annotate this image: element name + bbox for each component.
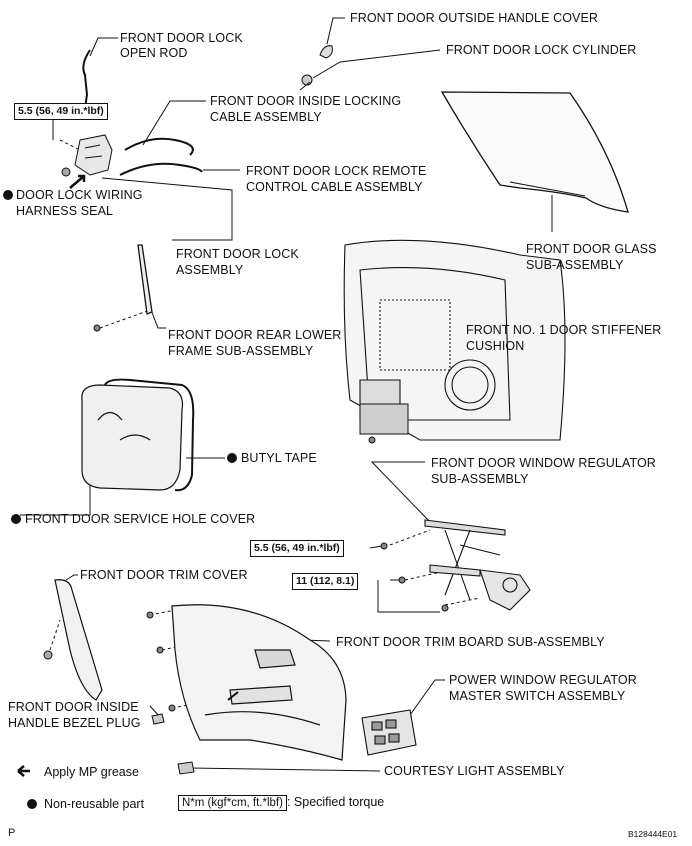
remote-cable-shape — [119, 162, 203, 176]
lock-assembly-shape — [61, 134, 113, 177]
label-lock-assembly-line2: ASSEMBLY — [176, 263, 244, 277]
legend-spec-torque: N*m (kgf*cm, ft.*lbf): Specified torque — [178, 795, 384, 811]
label-butyl-tape: BUTYL TAPE — [241, 451, 317, 465]
label-bezel-plug-line2: HANDLE BEZEL PLUG — [8, 716, 141, 730]
label-lock-assembly-line1: FRONT DOOR LOCK — [176, 247, 299, 261]
label-stiffener-line2: CUSHION — [466, 339, 525, 353]
glass-shape — [440, 91, 629, 213]
label-wiring-seal-line1: DOOR LOCK WIRING — [16, 188, 143, 202]
label-inside-locking-line2: CABLE ASSEMBLY — [210, 110, 322, 124]
label-remote-cable-line1: FRONT DOOR LOCK REMOTE — [246, 164, 427, 178]
label-trim-board: FRONT DOOR TRIM BOARD SUB-ASSEMBLY — [336, 635, 605, 649]
lock-cylinder-shape — [299, 74, 313, 91]
nonreusable-legend-icon — [27, 799, 37, 809]
rear-lower-frame-shape — [137, 244, 153, 315]
outside-handle-cover-shape — [319, 45, 333, 59]
leader-master-switch — [409, 679, 445, 716]
leader-lock-open-rod — [89, 37, 118, 57]
label-glass-line1: FRONT DOOR GLASS — [526, 242, 657, 256]
inside-locking-cable-shape — [124, 137, 194, 156]
label-window-regulator-line1: FRONT DOOR WINDOW REGULATOR — [431, 456, 656, 470]
leader-inside-locking-cable — [142, 100, 206, 146]
leader-reg-torque — [369, 545, 383, 549]
leader-reg-bolt — [377, 580, 440, 613]
footer-figure-id: B128444E01 — [628, 829, 678, 839]
label-master-switch-line2: MASTER SWITCH ASSEMBLY — [449, 689, 626, 703]
nonreusable-icon-harness — [3, 190, 13, 200]
legend-spec-text: : Specified torque — [286, 795, 385, 809]
door-panel-shape — [343, 239, 566, 441]
legend-nonreusable-text: Non-reusable part — [44, 797, 145, 811]
grease-arrow-lock — [69, 174, 86, 189]
service-hole-cover-shape — [81, 384, 184, 491]
leader-service-hole — [20, 470, 91, 516]
leader-courtesy — [189, 767, 381, 772]
nonreusable-icon-butyl — [227, 453, 237, 463]
label-courtesy-light: COURTESY LIGHT ASSEMBLY — [384, 764, 565, 778]
leader-regulator — [370, 461, 431, 523]
bezel-plug-shape — [151, 713, 165, 725]
stiffener-cushion-shape — [359, 403, 409, 435]
nonreusable-icon-service — [11, 514, 21, 524]
label-lock-cylinder: FRONT DOOR LOCK CYLINDER — [446, 43, 637, 57]
window-regulator-shape — [424, 519, 531, 611]
label-remote-cable-line2: CONTROL CABLE ASSEMBLY — [246, 180, 423, 194]
label-service-hole-cover: FRONT DOOR SERVICE HOLE COVER — [25, 512, 256, 526]
leader-rear-lower-frame — [150, 309, 166, 329]
label-outside-handle-cover: FRONT DOOR OUTSIDE HANDLE COVER — [350, 11, 599, 25]
courtesy-light-shape — [177, 761, 195, 775]
leader-outside-handle-cover — [326, 17, 345, 45]
label-glass-line2: SUB-ASSEMBLY — [526, 258, 624, 272]
torque-regulator: 5.5 (56, 49 in.*lbf) — [250, 540, 344, 557]
leader-trim-cover — [65, 574, 78, 581]
butyl-tape-shape — [104, 378, 195, 492]
legend-spec-box: N*m (kgf*cm, ft.*lbf) — [178, 795, 287, 811]
label-bezel-plug-line1: FRONT DOOR INSIDE — [8, 700, 139, 714]
torque-regulator-bolt: 11 (112, 8.1) — [292, 573, 359, 590]
label-stiffener-line1: FRONT NO. 1 DOOR STIFFENER — [466, 323, 662, 337]
legend-grease-text: Apply MP grease — [44, 765, 139, 779]
label-trim-cover: FRONT DOOR TRIM COVER — [80, 568, 248, 582]
trim-board-shape — [171, 604, 347, 761]
label-lock-open-rod-line1: FRONT DOOR LOCK — [120, 31, 243, 45]
trim-cover-shape — [54, 579, 103, 701]
footer-page-code: P — [8, 827, 16, 839]
label-rear-lower-frame-line1: FRONT DOOR REAR LOWER — [168, 328, 342, 342]
master-switch-shape — [361, 709, 417, 756]
label-lock-open-rod-line2: OPEN ROD — [120, 46, 188, 60]
label-master-switch-line1: POWER WINDOW REGULATOR — [449, 673, 637, 687]
label-rear-lower-frame-line2: FRAME SUB-ASSEMBLY — [168, 344, 314, 358]
label-inside-locking-line1: FRONT DOOR INSIDE LOCKING — [210, 94, 402, 108]
label-window-regulator-line2: SUB-ASSEMBLY — [431, 472, 529, 486]
label-wiring-seal-line2: HARNESS SEAL — [16, 204, 114, 218]
leader-lock-cylinder — [312, 49, 441, 79]
torque-lock: 5.5 (56, 49 in.*lbf) — [14, 103, 108, 120]
grease-legend-icon — [17, 765, 30, 777]
grease-arrow-trim — [227, 691, 239, 701]
leader-lock-assembly — [101, 177, 233, 241]
